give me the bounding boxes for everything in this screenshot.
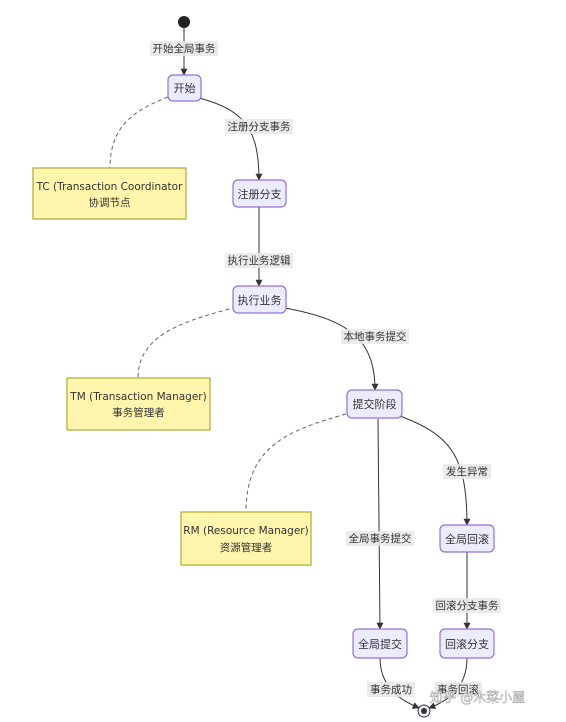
svg-text:TC (Transaction Coordinator: TC (Transaction Coordinator	[36, 181, 183, 193]
edge-label-local-commit: 本地事务提交	[341, 329, 409, 344]
svg-text:资源管理者: 资源管理者	[220, 541, 273, 554]
svg-text:开始: 开始	[174, 81, 196, 95]
watermark: 知乎 @木菜小屋	[430, 690, 525, 706]
svg-text:全局提交: 全局提交	[358, 637, 402, 651]
edge-label-rollback-branch: 回滚分支事务	[433, 598, 501, 613]
svg-text:RM (Resource Manager): RM (Resource Manager)	[183, 525, 308, 537]
edge-label-success: 事务成功	[367, 682, 415, 697]
note-link-tc	[109, 96, 169, 169]
svg-text:开始全局事务: 开始全局事务	[153, 42, 216, 55]
svg-text:回滚分支事务: 回滚分支事务	[436, 599, 499, 612]
edge-register-branch	[198, 97, 263, 181]
state-execute-business: 执行业务	[232, 285, 287, 314]
svg-text:事务回滚: 事务回滚	[437, 683, 479, 696]
svg-text:全局回滚: 全局回滚	[445, 532, 489, 546]
svg-text:注册分支: 注册分支	[238, 187, 282, 201]
state-global-commit: 全局提交	[352, 628, 408, 659]
svg-text:全局事务提交: 全局事务提交	[349, 532, 412, 545]
note-rm: RM (Resource Manager) 资源管理者	[180, 511, 312, 566]
svg-text:协调节点: 协调节点	[89, 196, 131, 209]
edge-label-rolled-back: 事务回滚	[434, 682, 482, 697]
state-branch-rollback: 回滚分支	[439, 628, 495, 659]
svg-text:事务成功: 事务成功	[370, 683, 412, 696]
start-state-dot	[178, 16, 190, 28]
note-link-tm	[137, 306, 237, 379]
svg-text:事务管理者: 事务管理者	[112, 406, 165, 419]
edge-exception	[399, 415, 471, 526]
note-tc: TC (Transaction Coordinator 协调节点	[32, 167, 187, 220]
svg-text:发生异常: 发生异常	[446, 465, 488, 478]
edge-local-commit	[284, 307, 379, 391]
state-global-rollback: 全局回滚	[439, 524, 495, 553]
svg-text:提交阶段: 提交阶段	[353, 397, 397, 411]
svg-text:TM (Transaction Manager): TM (Transaction Manager)	[69, 391, 206, 403]
svg-text:执行业务: 执行业务	[238, 293, 282, 307]
state-start: 开始	[167, 74, 202, 102]
svg-text:注册分支事务: 注册分支事务	[228, 120, 291, 133]
edge-label-global-commit: 全局事务提交	[346, 531, 414, 546]
note-tm: TM (Transaction Manager) 事务管理者	[66, 377, 211, 431]
edge-label-begin-global: 开始全局事务	[150, 41, 218, 56]
svg-text:执行业务逻辑: 执行业务逻辑	[228, 254, 291, 267]
edge-label-execute-logic: 执行业务逻辑	[225, 253, 293, 268]
end-state-inner	[421, 708, 427, 714]
state-register-branch: 注册分支	[232, 179, 287, 208]
edge-label-exception: 发生异常	[443, 464, 491, 479]
svg-text:本地事务提交: 本地事务提交	[344, 330, 407, 343]
edge-label-register-branch: 注册分支事务	[225, 119, 293, 134]
state-commit-phase: 提交阶段	[346, 389, 403, 419]
edge-global-commit	[376, 418, 384, 630]
note-link-rm	[245, 413, 347, 513]
svg-text:回滚分支: 回滚分支	[445, 637, 489, 651]
